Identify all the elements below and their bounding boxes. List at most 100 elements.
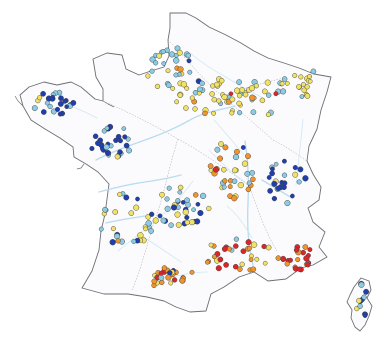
station-marker bbox=[161, 61, 167, 66]
station-marker bbox=[273, 91, 279, 97]
station-marker bbox=[261, 88, 268, 95]
station-marker bbox=[192, 192, 199, 198]
station-marker bbox=[159, 279, 165, 286]
station-marker bbox=[180, 200, 186, 205]
station-marker bbox=[197, 209, 204, 217]
station-marker bbox=[269, 170, 275, 177]
station-marker bbox=[356, 297, 362, 304]
station-marker bbox=[170, 85, 176, 91]
station-marker bbox=[237, 266, 243, 272]
station-marker bbox=[177, 184, 184, 191]
station-marker bbox=[221, 93, 228, 101]
station-marker bbox=[302, 244, 309, 250]
station-marker bbox=[269, 166, 275, 172]
station-marker bbox=[179, 277, 186, 284]
station-marker bbox=[212, 166, 219, 173]
station-marker bbox=[218, 141, 224, 147]
station-marker bbox=[361, 294, 367, 300]
station-marker bbox=[177, 66, 184, 73]
station-marker bbox=[221, 166, 227, 173]
station-marker bbox=[246, 180, 252, 186]
station-marker bbox=[122, 134, 128, 140]
station-marker bbox=[176, 49, 183, 56]
station-marker bbox=[239, 87, 245, 93]
station-marker bbox=[152, 217, 159, 224]
station-marker bbox=[89, 145, 95, 152]
station-marker bbox=[222, 178, 228, 184]
station-marker bbox=[214, 146, 221, 153]
station-marker bbox=[145, 220, 152, 227]
station-marker bbox=[109, 239, 116, 246]
station-marker bbox=[156, 53, 163, 59]
station-marker bbox=[185, 52, 192, 59]
station-marker bbox=[246, 245, 252, 251]
station-marker bbox=[290, 193, 295, 199]
station-marker bbox=[284, 81, 290, 86]
station-marker bbox=[174, 211, 181, 218]
station-marker bbox=[184, 85, 190, 91]
basin-boundaries bbox=[102, 39, 308, 291]
station-marker bbox=[187, 69, 193, 75]
station-marker bbox=[296, 266, 303, 272]
river-path bbox=[105, 215, 146, 224]
station-marker bbox=[110, 226, 116, 232]
river-path bbox=[208, 149, 246, 183]
station-marker bbox=[221, 184, 227, 190]
station-marker bbox=[287, 257, 293, 263]
station-marker bbox=[300, 81, 306, 87]
station-marker bbox=[254, 256, 260, 262]
station-marker bbox=[250, 241, 258, 248]
station-marker bbox=[233, 243, 239, 249]
station-marker bbox=[300, 249, 306, 256]
station-marker bbox=[166, 185, 172, 191]
station-marker bbox=[173, 72, 179, 78]
station-marker bbox=[196, 86, 203, 93]
station-marker bbox=[222, 144, 229, 151]
station-marker bbox=[188, 219, 196, 226]
river-path bbox=[60, 102, 98, 119]
station-marker bbox=[57, 111, 63, 117]
station-marker bbox=[104, 149, 112, 157]
station-marker bbox=[184, 214, 190, 221]
station-marker bbox=[301, 87, 307, 94]
station-marker bbox=[357, 303, 363, 309]
station-marker bbox=[281, 172, 288, 178]
station-marker bbox=[50, 94, 56, 100]
station-marker bbox=[177, 92, 183, 98]
station-marker bbox=[47, 103, 53, 110]
station-marker bbox=[261, 243, 267, 250]
station-marker bbox=[275, 255, 282, 261]
station-marker bbox=[292, 165, 298, 171]
station-marker bbox=[217, 155, 224, 162]
station-marker bbox=[216, 98, 222, 104]
station-marker bbox=[241, 160, 249, 167]
station-marker bbox=[362, 313, 368, 318]
station-marker bbox=[250, 109, 257, 116]
station-marker bbox=[236, 79, 242, 85]
station-marker bbox=[102, 206, 108, 213]
station-marker bbox=[149, 68, 155, 74]
station-marker bbox=[306, 73, 313, 80]
station-marker bbox=[265, 112, 271, 118]
station-marker bbox=[245, 186, 252, 193]
station-marker bbox=[248, 85, 255, 92]
station-marker bbox=[195, 201, 201, 207]
station-marker bbox=[204, 259, 210, 265]
station-marker bbox=[249, 170, 256, 176]
station-marker bbox=[199, 80, 205, 87]
station-marker bbox=[264, 79, 271, 86]
station-marker bbox=[248, 257, 254, 263]
station-marker bbox=[279, 81, 285, 87]
station-marker bbox=[307, 78, 313, 84]
station-marker bbox=[159, 191, 165, 198]
station-marker bbox=[149, 211, 155, 217]
river-path bbox=[189, 52, 264, 99]
station-marker bbox=[184, 219, 190, 226]
station-marker bbox=[189, 95, 195, 101]
station-marker bbox=[304, 84, 310, 90]
station-marker bbox=[113, 137, 119, 144]
station-marker bbox=[40, 90, 46, 97]
station-marker bbox=[64, 104, 70, 110]
station-marker bbox=[171, 277, 178, 283]
station-marker bbox=[296, 84, 302, 90]
